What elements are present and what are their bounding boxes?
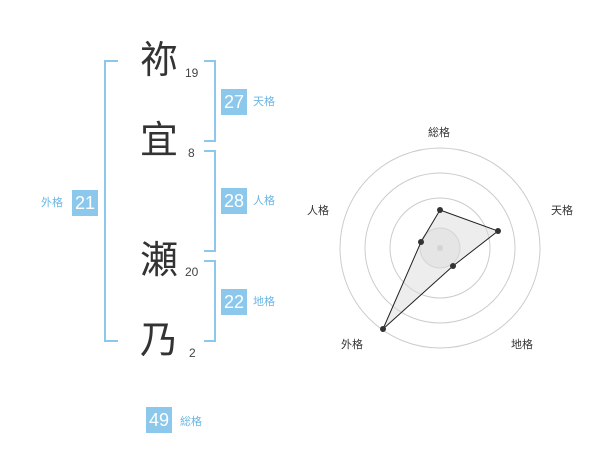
stroke-count-2: 8 bbox=[188, 146, 195, 160]
stroke-count-4: 2 bbox=[189, 346, 196, 360]
chikaku-bracket bbox=[204, 260, 216, 342]
radar-point-jinkaku bbox=[418, 239, 424, 245]
radar-label-tenkaku: 天格 bbox=[551, 204, 573, 217]
gaikaku-score: 21 bbox=[72, 190, 98, 216]
tenkaku-score: 27 bbox=[221, 89, 247, 115]
name-char-2: 宜 bbox=[140, 118, 179, 162]
radar-ring-3 bbox=[364, 172, 516, 324]
jinkaku-bracket bbox=[204, 150, 216, 252]
jinkaku-label: 人格 bbox=[253, 194, 275, 207]
soukaku-score: 49 bbox=[146, 407, 172, 433]
radar-point-soukaku bbox=[437, 207, 443, 213]
chikaku-label: 地格 bbox=[253, 295, 275, 308]
radar-label-gaikaku: 外格 bbox=[341, 338, 363, 351]
soukaku-label: 総格 bbox=[180, 415, 202, 428]
radar-point-chikaku bbox=[450, 263, 456, 269]
radar-polygon bbox=[382, 209, 500, 330]
tenkaku-label: 天格 bbox=[253, 95, 275, 108]
stroke-count-1: 19 bbox=[185, 66, 199, 80]
stroke-count-3: 20 bbox=[185, 265, 199, 279]
gaikaku-bracket bbox=[104, 60, 118, 342]
name-char-4: 乃 bbox=[140, 318, 179, 362]
radar-ring-2 bbox=[389, 197, 491, 299]
radar-point-gaikaku bbox=[380, 326, 386, 332]
jinkaku-score: 28 bbox=[221, 188, 247, 214]
chikaku-score: 22 bbox=[221, 289, 247, 315]
radar-label-soukaku: 総格 bbox=[428, 126, 450, 139]
radar-ring-outer bbox=[339, 147, 541, 349]
tenkaku-bracket bbox=[204, 60, 216, 142]
radar-label-jinkaku: 人格 bbox=[307, 204, 329, 217]
name-char-1: 祢 bbox=[140, 38, 179, 82]
name-char-3: 瀬 bbox=[140, 238, 179, 282]
gaikaku-label: 外格 bbox=[41, 196, 63, 209]
radar-label-chikaku: 地格 bbox=[511, 338, 533, 351]
radar-point-tenkaku bbox=[495, 228, 501, 234]
